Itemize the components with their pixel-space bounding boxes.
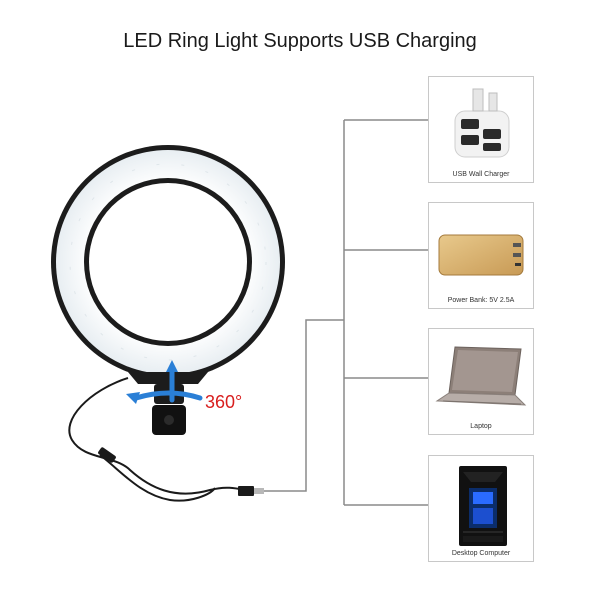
led-segments [69, 163, 267, 361]
laptop-icon [435, 346, 527, 406]
device-caption: Power Bank: 5V 2.5A [447, 297, 515, 304]
page-title: LED Ring Light Supports USB Charging [123, 30, 477, 52]
device-card-usb-wall-charger: USB Wall Charger [428, 76, 534, 183]
usb-cable [68, 377, 246, 495]
connector-lines [264, 119, 428, 506]
rotation-arrow-icon [133, 367, 203, 403]
usb-wall-charger-icon [454, 88, 510, 158]
power-bank-icon [438, 234, 524, 276]
device-card-desktop-computer: Desktop Computer [428, 455, 534, 562]
usb-plug [238, 486, 254, 496]
device-card-laptop: Laptop [428, 328, 534, 435]
device-caption: USB Wall Charger [452, 171, 510, 178]
ring-bracket [128, 372, 208, 384]
device-card-power-bank: Power Bank: 5V 2.5A [428, 202, 534, 309]
desktop-computer-icon [459, 466, 507, 546]
device-caption: Laptop [470, 423, 492, 430]
rotation-label: 360° [205, 392, 243, 412]
device-caption: Desktop Computer [451, 550, 511, 557]
led-ring [51, 145, 285, 379]
